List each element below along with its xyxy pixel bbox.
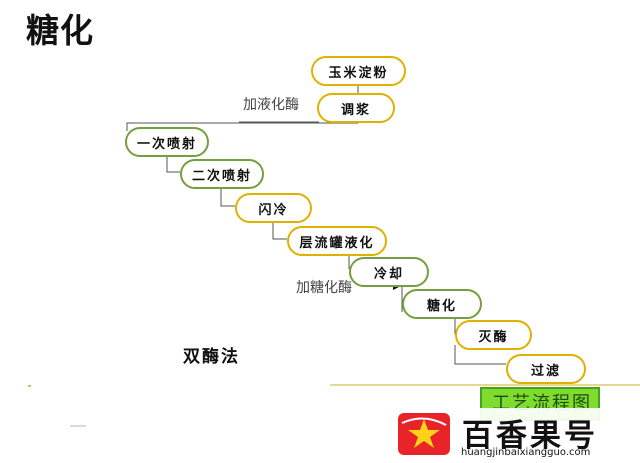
step-saccharification: 糖化 xyxy=(402,289,482,319)
page-title: 糖化 xyxy=(26,11,94,50)
step-second-jet: 二次喷射 xyxy=(180,159,264,189)
note-add-liquefying-enzyme: 加液化酶 xyxy=(243,97,299,113)
connector-line xyxy=(220,185,235,207)
brand-logo-icon xyxy=(398,413,450,455)
step-flash-cool: 闪冷 xyxy=(235,193,312,223)
brand-name: 百香果号 xyxy=(462,418,598,454)
connector-line xyxy=(166,150,180,173)
step-inactivation: 灭酶 xyxy=(455,320,532,350)
method-label: 双酶法 xyxy=(183,347,240,367)
step-corn-starch: 玉米淀粉 xyxy=(311,56,406,86)
brand-url: huangjinbaixiangguo.com xyxy=(461,447,591,458)
step-filtration: 过滤 xyxy=(506,354,586,384)
baseline-mark xyxy=(28,385,31,387)
step-laminar-tank: 层流罐液化 xyxy=(287,226,387,256)
step-slurry: 调浆 xyxy=(317,93,395,123)
step-cooling: 冷却 xyxy=(349,257,429,287)
connector-line xyxy=(454,345,506,365)
connector-line xyxy=(272,219,287,240)
note-add-saccharifying-enzyme: 加糖化酶 xyxy=(296,280,352,296)
step-first-jet: 一次喷射 xyxy=(125,127,209,157)
